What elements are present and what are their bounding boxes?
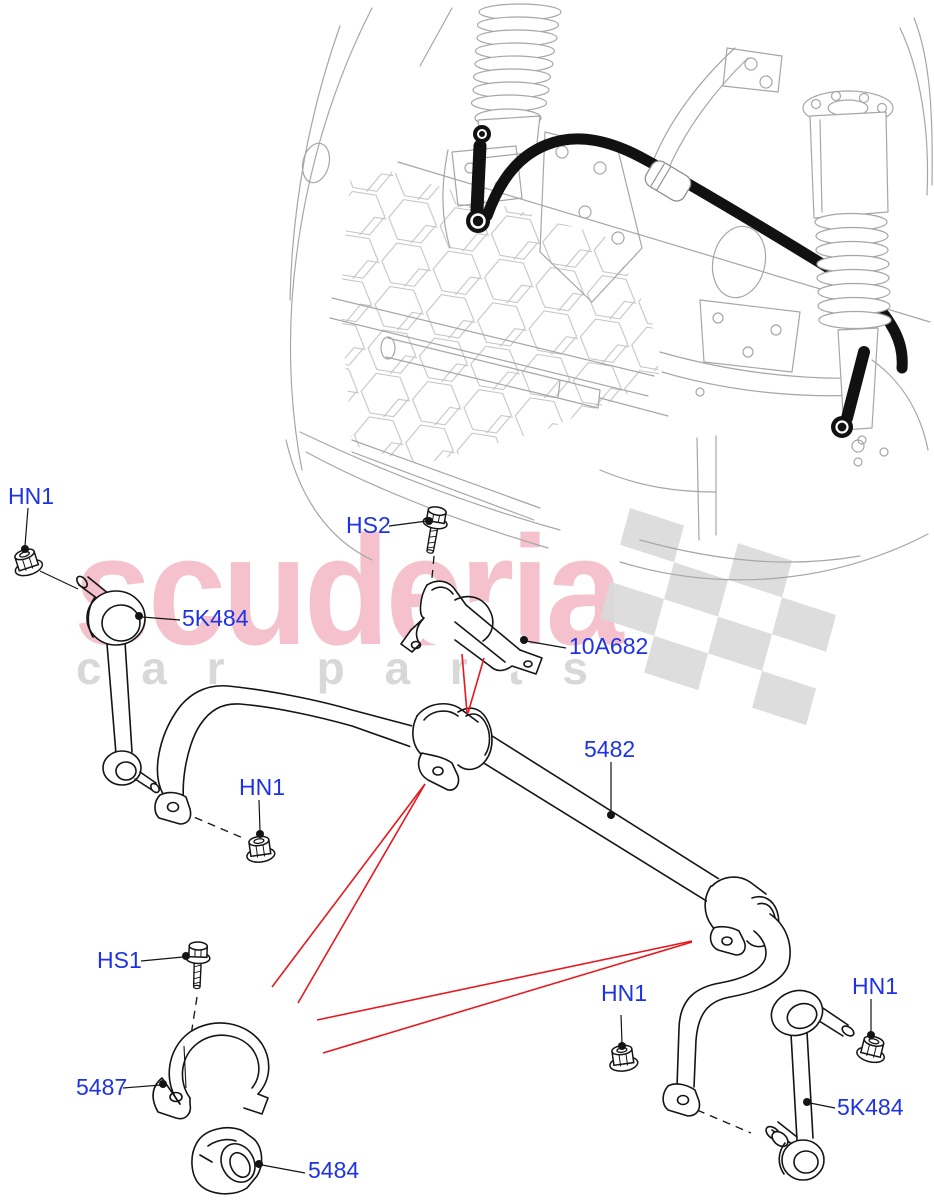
callout-labels: HN1 5K484 HS2 10A682 HN1 5482 HS1 5487 5… bbox=[8, 483, 904, 1183]
callout-leaders bbox=[21, 507, 875, 1174]
clamp-bolt-hs1 bbox=[184, 940, 212, 990]
right-stabilizer-link bbox=[765, 989, 855, 1181]
left-stabilizer-link bbox=[76, 575, 160, 794]
stabilizer-bar bbox=[154, 684, 791, 1117]
exploded-parts bbox=[9, 504, 890, 1195]
label-5484: 5484 bbox=[308, 1157, 359, 1183]
right-link-assembly-axis bbox=[696, 1109, 752, 1134]
left-link-assembly-axis bbox=[181, 811, 244, 839]
label-hs2: HS2 bbox=[346, 512, 391, 538]
checkered-flag-watermark bbox=[600, 508, 837, 726]
flange-nut-left bbox=[243, 833, 277, 865]
label-hn1-bottom-right: HN1 bbox=[852, 973, 898, 999]
label-hn1-middle: HN1 bbox=[239, 774, 285, 800]
bar-bracket bbox=[400, 580, 545, 675]
label-5487: 5487 bbox=[76, 1074, 127, 1100]
label-hs1: HS1 bbox=[97, 947, 142, 973]
label-5482: 5482 bbox=[584, 736, 635, 762]
in-situ-clamp bbox=[644, 160, 692, 202]
stabilizer-bar-highlight bbox=[481, 133, 908, 374]
watermark-brand: scuderia bbox=[74, 504, 625, 677]
label-10a682: 10A682 bbox=[569, 633, 648, 659]
left-air-strut bbox=[442, 3, 562, 249]
hs2-assembly-axis bbox=[426, 555, 435, 629]
vehicle-illustration bbox=[285, 3, 933, 581]
label-hn1-top-left: HN1 bbox=[8, 483, 54, 509]
stabilizer-bushing bbox=[191, 1127, 263, 1195]
grille-mesh bbox=[340, 160, 660, 465]
label-hn1-bottom-mid: HN1 bbox=[601, 980, 647, 1006]
label-5k484-right: 5K484 bbox=[837, 1094, 904, 1120]
bar-clamp-left bbox=[410, 702, 493, 791]
stabilizer-links-highlight bbox=[466, 125, 870, 438]
right-air-strut bbox=[802, 90, 929, 467]
label-5k484-left: 5K484 bbox=[182, 605, 249, 631]
red-locator-lines bbox=[271, 653, 693, 1054]
bushing-clamp bbox=[152, 1022, 270, 1120]
